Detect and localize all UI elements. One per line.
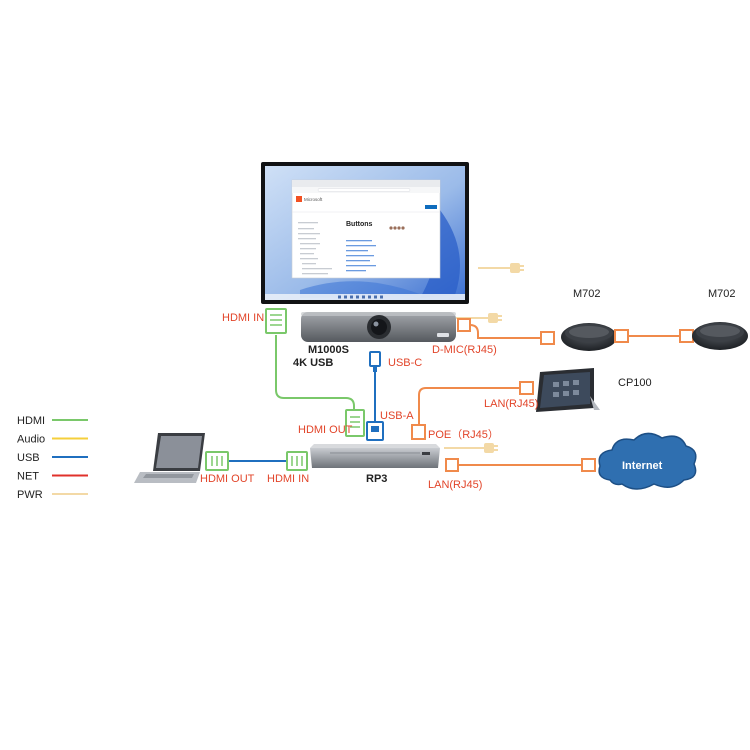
dmic-connector [457,318,555,345]
screen-brand: Microsoft [304,197,323,202]
laptop-hdmi-out-label: HDMI OUT [200,473,255,485]
screen-doc-heading: Buttons [346,221,373,228]
internet-cloud-icon [598,432,697,490]
hub-rp3 [310,444,440,468]
panel-lan-label: LAN(RJ45) [484,398,538,410]
legend-label-usb: USB [17,452,40,464]
poe-label: POE（RJ45） [428,428,499,441]
mic1-name: M702 [573,288,601,300]
mic-m702-1 [561,323,617,351]
screen-browser-window: Microsoft Buttons [291,179,441,279]
internet-lan-label: LAN(RJ45) [428,479,482,491]
poe-cable [418,387,520,425]
mic2-name: M702 [708,288,736,300]
panel-lan-connector [519,381,534,395]
usb-c-connector [369,351,381,372]
cloud-name: Internet [622,460,663,472]
hub-name: RP3 [366,473,387,485]
usb-a-label: USB-A [380,410,414,422]
usb-a-connector [366,421,384,441]
legend-label-hdmi: HDMI [17,415,45,427]
internet-lan-connector [581,458,596,472]
camera-name: M1000S [308,344,349,356]
laptop [134,433,205,483]
legend-label-pwr: PWR [17,489,43,501]
tv-power-plug-icon [510,263,524,273]
hub-hdmi-in-label: HDMI IN [267,473,309,485]
control-panel-cp100 [536,368,600,412]
usb-c-label: USB-C [388,357,422,369]
camera-power-plug-icon [488,313,502,323]
camera-m1000s [301,312,456,342]
tv-hdmi-in-label: HDMI IN [222,312,264,324]
tv-monitor: Microsoft Buttons [261,162,469,304]
legend-label-net: NET [17,471,39,483]
hub-hdmi-out-label: HDMI OUT [298,424,353,436]
laptop-hdmi-out-connector [205,451,229,471]
mic2-in-connector [679,329,694,343]
mic1-out-connector [614,329,629,343]
tv-hdmi-in-connector [265,308,287,334]
mic-m702-2 [692,322,748,350]
dmic-cable [458,324,546,339]
poe-connector [411,424,426,440]
hub-power-plug-icon [484,443,498,453]
panel-name: CP100 [618,377,652,389]
hub-hdmi-out-connector [345,409,365,437]
hdmi-cable-tv-hub [275,335,355,412]
hub-lan-connector [445,458,459,472]
camera-sub: 4K USB [293,357,333,369]
hub-hdmi-in-connector [286,451,308,471]
dmic-label: D-MIC(RJ45) [432,344,497,356]
legend-label-audio: Audio [17,434,45,446]
